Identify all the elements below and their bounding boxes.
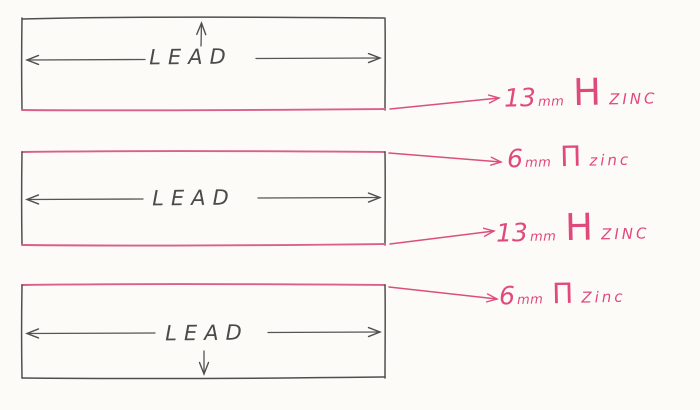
lead-bar-3-outline [20,283,386,380]
zinc-material-label: Zinc [581,287,626,307]
zinc-size-unit: mm [537,94,565,110]
channel-section-symbol: Π [559,139,582,174]
h-section-symbol: H [572,70,602,115]
zinc-size-value: 13 [503,82,537,113]
lead-bar-1-outline [20,16,386,112]
zinc-size-value: 13 [495,217,529,248]
lead-bar-2-outline [20,150,386,247]
zinc-size-unit: mm [529,229,557,245]
leader-line-4 [388,286,499,303]
lead-label-2: LEAD [152,185,236,211]
lead-label-1: LEAD [149,44,233,70]
lead-label-3: LEAD [165,320,249,346]
zinc-material-label: ZINC [608,89,658,109]
zinc-size-unit: mm [516,292,544,308]
zinc-size-unit: mm [524,155,552,171]
zinc-size-value: 6 [506,143,524,174]
zinc-size-value: 6 [498,280,516,311]
width-dimension-arrow-1 [25,52,382,66]
leader-line-2 [388,152,503,166]
leader-line-1 [389,94,501,110]
width-dimension-arrow-2 [25,192,382,205]
width-dimension-arrow-3 [25,326,382,339]
h-section-symbol: H [564,205,594,250]
up-arrow [196,21,207,47]
zinc-material-label: zinc [589,150,632,170]
channel-section-symbol: Π [551,276,574,311]
zinc-material-label: ZINC [600,224,650,244]
leader-line-3 [389,227,496,245]
